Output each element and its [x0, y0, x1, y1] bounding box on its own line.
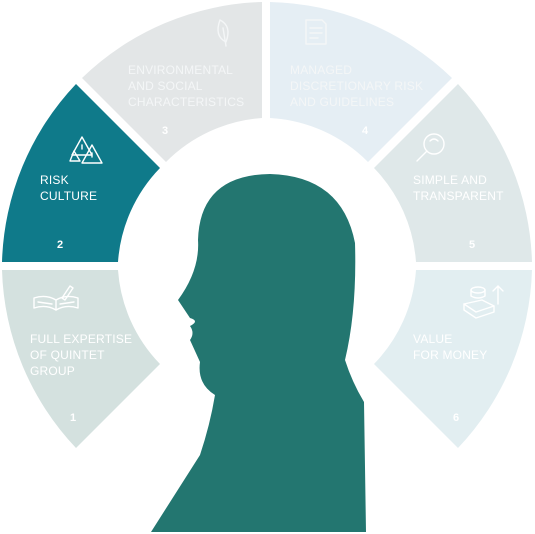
- leaf-icon: [217, 19, 229, 47]
- book-pen-icon: [33, 285, 79, 311]
- segment-environmental-social[interactable]: ENVIRONMENTAL AND SOCIAL CHARACTERISTICS…: [82, 2, 262, 162]
- segment-full-expertise[interactable]: FULL EXPERTISE OF QUINTET GROUP 1: [2, 270, 160, 448]
- segment-1-label-line-3: GROUP: [30, 364, 75, 378]
- segment-2-label-line-1: RISK: [40, 173, 69, 187]
- human-head-silhouette-icon: [151, 174, 366, 532]
- segment-risk-culture[interactable]: RISK CULTURE 2: [2, 84, 160, 262]
- segment-2-label-line-2: CULTURE: [40, 189, 97, 203]
- segment-6-label-line-2: FOR MONEY: [413, 348, 487, 362]
- document-icon: [305, 19, 327, 45]
- segment-3-label-line-2: AND SOCIAL: [128, 79, 203, 93]
- segment-3-number: 3: [162, 125, 168, 137]
- money-growth-icon: [463, 285, 504, 319]
- segment-simple-transparent[interactable]: SIMPLE AND TRANSPARENT 5: [374, 84, 532, 262]
- segment-2-shape: [2, 84, 160, 262]
- segment-4-label-line-1: MANAGED: [290, 63, 352, 77]
- segment-6-label-line-1: VALUE: [413, 332, 452, 346]
- segment-5-number: 5: [469, 239, 475, 251]
- segment-4-label-line-2: DISCRETIONARY RISK: [290, 79, 423, 93]
- segment-managed-discretionary[interactable]: MANAGED DISCRETIONARY RISK AND GUIDELINE…: [270, 2, 452, 162]
- segment-5-label-line-1: SIMPLE AND: [413, 173, 487, 187]
- segment-value-for-money[interactable]: VALUE FOR MONEY 6: [374, 270, 532, 448]
- segment-6-number: 6: [453, 412, 459, 424]
- segment-1-label-line-1: FULL EXPERTISE: [30, 332, 132, 346]
- segment-4-shape: [270, 2, 452, 162]
- segment-5-shape: [374, 84, 532, 262]
- segment-1-label-line-2: OF QUINTET: [30, 348, 105, 362]
- segment-3-shape: [82, 2, 262, 162]
- segment-2-number: 2: [57, 239, 63, 251]
- segment-1-shape: [2, 270, 160, 448]
- segment-3-label-line-3: CHARACTERISTICS: [128, 95, 244, 109]
- segment-6-shape: [374, 270, 532, 448]
- segment-5-label-line-2: TRANSPARENT: [413, 189, 504, 203]
- segment-3-label-line-1: ENVIRONMENTAL: [128, 63, 233, 77]
- magnifier-icon: [416, 133, 445, 162]
- segment-1-number: 1: [70, 412, 76, 424]
- segment-4-label-line-3: AND GUIDELINES: [290, 95, 394, 109]
- warning-triangles-icon: [69, 136, 103, 164]
- segment-4-number: 4: [362, 125, 369, 137]
